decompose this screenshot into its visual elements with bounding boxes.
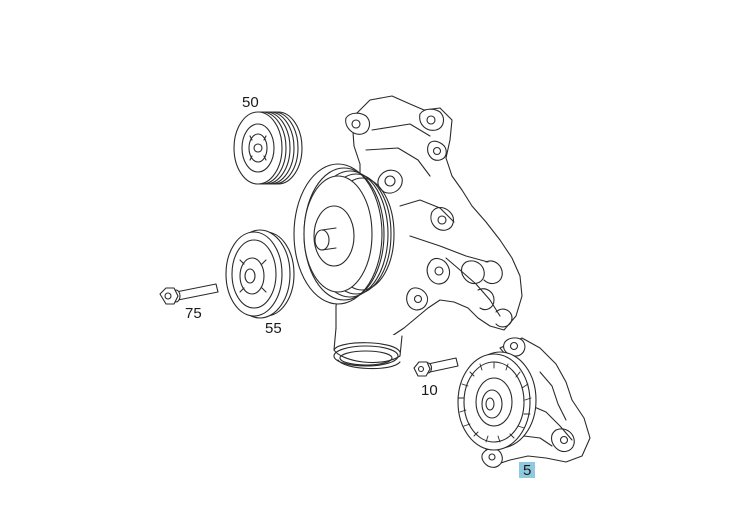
long-bolt	[159, 283, 219, 305]
short-bolt	[413, 357, 459, 377]
callout-10: 10	[421, 382, 438, 399]
ribbed-pulley	[233, 111, 303, 185]
pump-pulley	[293, 163, 395, 305]
callout-55: 55	[265, 320, 282, 337]
belt-tensioner	[457, 337, 591, 468]
callout-5-highlighted: 5	[519, 462, 536, 478]
water-pump-housing	[333, 95, 523, 370]
callout-75: 75	[185, 305, 202, 322]
smooth-pulley	[225, 229, 295, 319]
callout-50: 50	[242, 94, 259, 111]
